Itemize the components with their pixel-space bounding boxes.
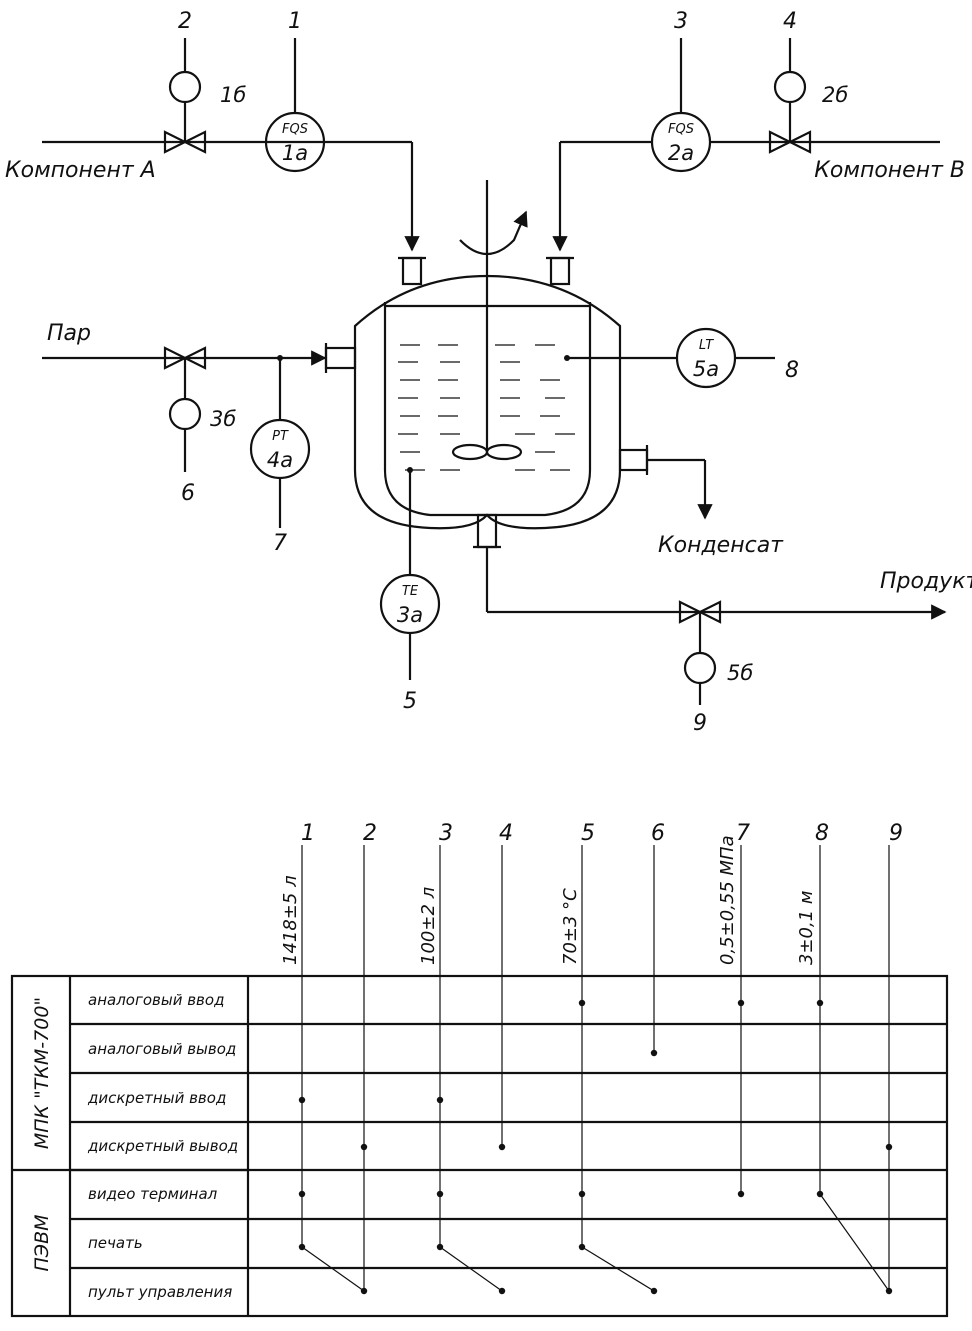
row-label-analog-output: аналоговый вывод <box>88 1040 236 1058</box>
line-number-7: 7 <box>273 531 287 556</box>
label-product: Продукт <box>880 569 972 594</box>
inst-4a-tag: PT <box>272 429 289 444</box>
line-number-2: 2 <box>178 9 192 34</box>
column-number-2: 2 <box>363 821 377 846</box>
label-component-b: Компонент В <box>814 158 965 183</box>
line-number-9: 9 <box>693 711 707 736</box>
value-column-7: 0,5±0,55 МПа <box>717 835 738 965</box>
row-label-print: печать <box>88 1234 143 1252</box>
row-label-video-terminal: видео терминал <box>88 1185 218 1203</box>
column-number-1: 1 <box>301 821 315 846</box>
valve-5-icon <box>678 600 722 624</box>
line-number-4: 4 <box>783 9 797 34</box>
actuator-2b-icon <box>773 70 807 104</box>
label-5b: 5б <box>727 661 753 685</box>
rotation-arrow-icon <box>459 210 528 255</box>
value-column-3: 100±2 л <box>418 887 439 965</box>
inst-2a-pos: 2а <box>668 141 694 165</box>
inst-1a-pos: 1а <box>282 141 308 165</box>
inst-3a-pos: 3а <box>397 603 423 627</box>
value-column-5: 70±3 °C <box>560 888 581 965</box>
inst-3a-tag: TE <box>402 584 419 599</box>
row-label-discrete-input: дискретный ввод <box>87 1089 226 1107</box>
value-column-1: 1418±5 л <box>280 875 301 965</box>
agitator-blade-icon <box>451 443 489 461</box>
actuator-5b-icon <box>683 651 717 685</box>
group-label-pevm: ПЭВМ <box>31 1215 53 1272</box>
inst-5a-pos: 5а <box>693 357 719 381</box>
column-number-8: 8 <box>815 821 829 846</box>
label-steam: Пар <box>47 321 91 346</box>
column-number-4: 4 <box>499 821 513 846</box>
line-number-3: 3 <box>674 9 688 34</box>
valve-3-icon <box>163 346 207 370</box>
column-number-9: 9 <box>889 821 903 846</box>
label-2b: 2б <box>822 83 848 107</box>
valve-2-icon <box>768 130 812 154</box>
row-label-control-panel: пульт управления <box>88 1283 232 1301</box>
actuator-3b-icon <box>168 397 202 431</box>
inst-2a-tag: FQS <box>668 122 694 137</box>
actuator-1b-icon <box>168 70 202 104</box>
row-label-discrete-output: дискретный вывод <box>87 1137 238 1155</box>
label-1b: 1б <box>220 83 246 107</box>
inst-5a-tag: LT <box>699 338 714 353</box>
line-number-8: 8 <box>785 358 799 383</box>
valve-1-icon <box>163 130 207 154</box>
line-number-5: 5 <box>403 689 417 714</box>
column-number-7: 7 <box>736 821 750 846</box>
signal-table: 1 2 3 4 5 6 7 8 9 1418±5 л 100±2 л 70±3 … <box>10 821 949 1318</box>
reactor-vessel <box>353 274 622 530</box>
column-number-5: 5 <box>581 821 595 846</box>
pid-scheme: Компонент А Компонент В Пар Конденсат Пр… <box>5 9 972 736</box>
inst-1a-tag: FQS <box>282 122 308 137</box>
line-number-1: 1 <box>288 9 302 34</box>
value-column-8: 3±0,1 м <box>796 891 817 965</box>
line-number-6: 6 <box>181 481 195 506</box>
label-condensate: Конденсат <box>658 533 784 558</box>
group-label-mpk: МПК "ТКМ-700" <box>31 997 53 1149</box>
column-number-3: 3 <box>439 821 453 846</box>
inst-4a-pos: 4а <box>267 448 293 472</box>
label-component-a: Компонент А <box>5 158 156 183</box>
column-number-6: 6 <box>651 821 665 846</box>
row-label-analog-input: аналоговый ввод <box>88 991 224 1009</box>
label-3b: 3б <box>210 407 236 431</box>
